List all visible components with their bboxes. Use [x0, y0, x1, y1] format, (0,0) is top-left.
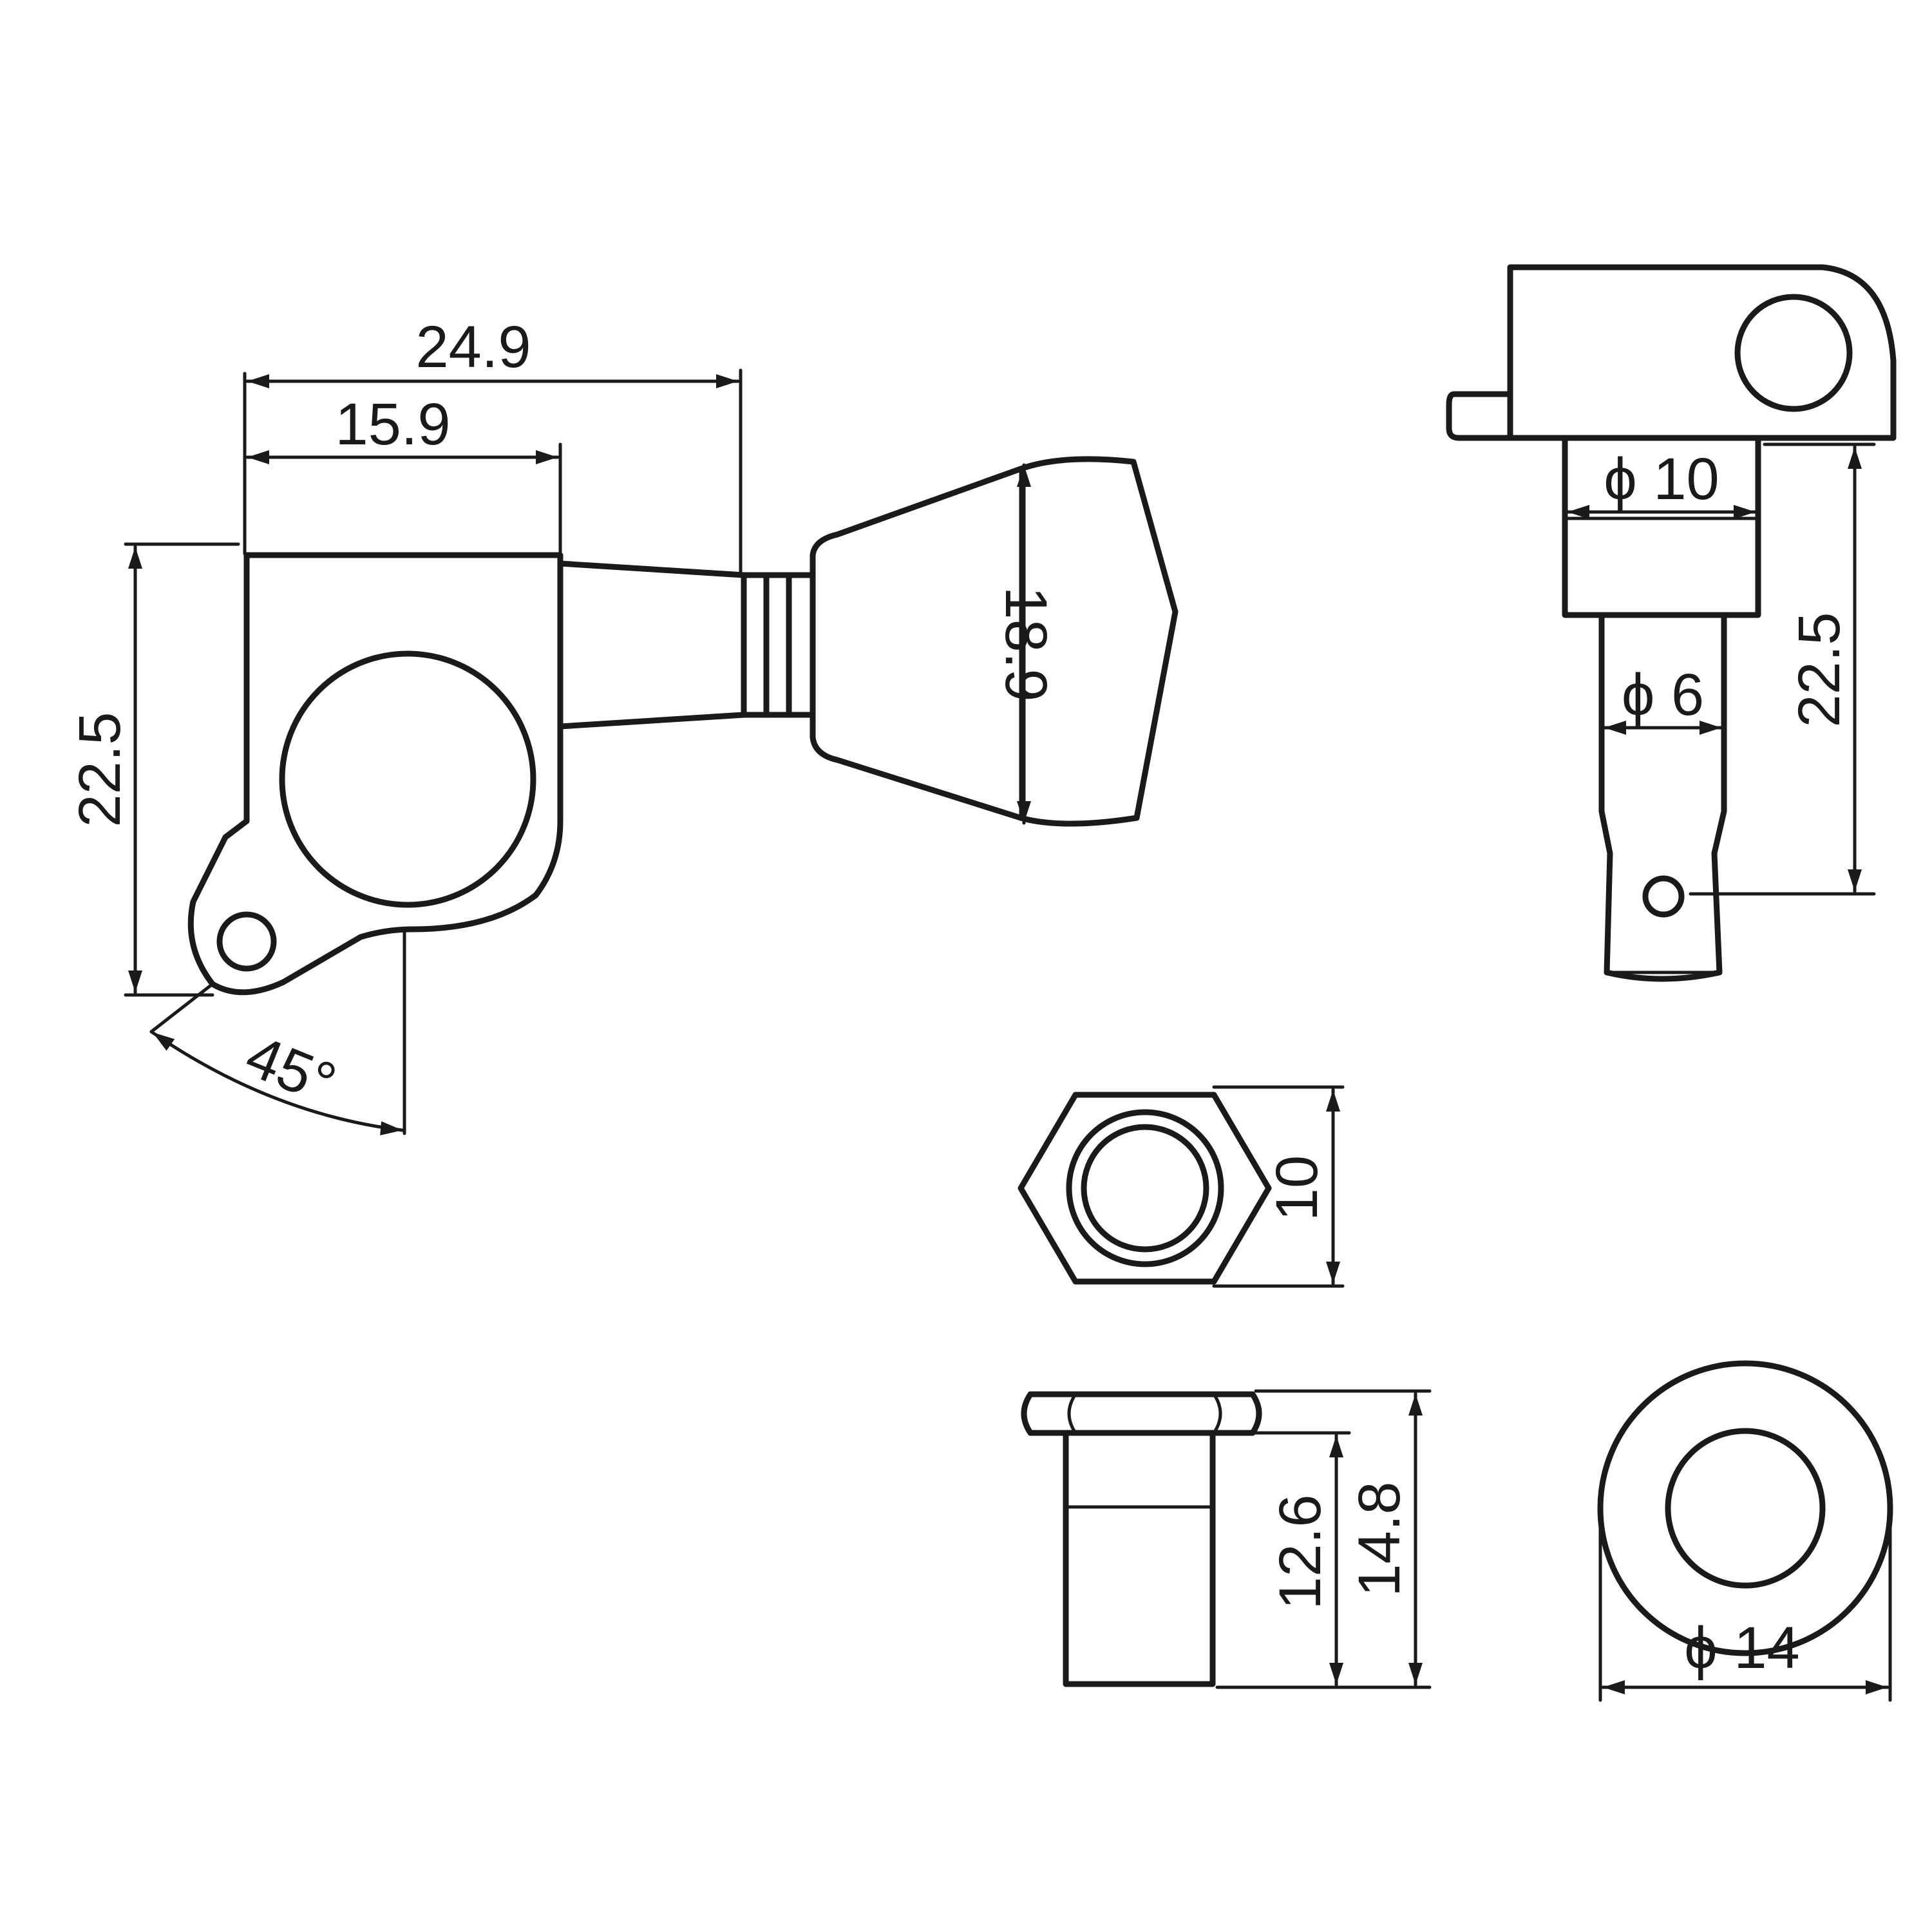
tuner-button: [810, 456, 1179, 827]
dim-label-24-9: 24.9: [415, 314, 531, 380]
side-housing: [1507, 264, 1897, 441]
dim-label-22-5-right: 22.5: [1786, 612, 1852, 727]
side-tab: [1446, 391, 1513, 441]
dim-housing-height: 22.5: [67, 542, 240, 997]
dim-label-phi-14: ϕ 14: [1684, 1615, 1799, 1681]
dim-bushing-diameter: ϕ 10: [1566, 446, 1757, 519]
dim-housing-width: 15.9: [245, 392, 562, 556]
dim-label-18-9: 18.9: [993, 586, 1059, 701]
dim-washer-diameter: ϕ 14: [1598, 1508, 1892, 1702]
housing-boss-circle: [279, 650, 536, 908]
dim-label-45-deg: 45°: [237, 1023, 345, 1117]
bushing-shank: [1063, 1430, 1216, 1687]
dim-label-10: 10: [1264, 1155, 1330, 1221]
shaft-collar: [741, 572, 816, 718]
dim-button-height: 18.9: [993, 463, 1059, 825]
dim-label-phi-10: ϕ 10: [1604, 446, 1719, 512]
dim-label-15-9: 15.9: [335, 392, 450, 457]
dim-post-height: 22.5: [1689, 442, 1876, 896]
tuner-side-view: ϕ 10 ϕ 6 22.5: [1446, 264, 1897, 982]
hex-nut-inner-ring: [1081, 1124, 1209, 1253]
washer-inner-circle: [1665, 1428, 1826, 1589]
side-bushing: [1562, 435, 1761, 618]
dim-label-14-8: 14.8: [1347, 1481, 1412, 1596]
dim-label-12-6: 12.6: [1267, 1494, 1333, 1609]
dim-bushing-total: 14.8: [1254, 1389, 1432, 1687]
side-button-circle: [1734, 294, 1853, 412]
dim-housing-total-width: 24.9: [243, 314, 743, 575]
side-post: [1598, 612, 1727, 982]
dim-post-diameter: ϕ 6: [1602, 662, 1723, 735]
hex-nut-outer-ring: [1066, 1109, 1224, 1267]
hex-nut-outline: [1018, 1092, 1272, 1285]
dim-label-22-5-left: 22.5: [67, 712, 133, 827]
post-string-hole: [1642, 875, 1685, 918]
dim-nut-across-flats: 10: [1212, 1085, 1345, 1288]
tuner-shaft: [557, 560, 747, 730]
dim-label-phi-6: ϕ 6: [1622, 662, 1704, 728]
mounting-screw-hole: [216, 911, 277, 972]
bushing-side-view: 12.6 14.8: [1021, 1389, 1432, 1689]
washer-view: ϕ 14: [1597, 1360, 1893, 1702]
bushing-flange: [1021, 1391, 1262, 1436]
dim-mount-angle: 45°: [148, 929, 406, 1137]
dim-bushing-shank: 12.6: [1215, 1431, 1432, 1689]
washer-outer-circle: [1597, 1360, 1893, 1656]
tuner-front-view: 24.9 15.9 22.5 45°: [67, 314, 1179, 1137]
tuner-housing-outline: [187, 552, 564, 996]
hex-nut-view: 10: [1018, 1085, 1345, 1288]
